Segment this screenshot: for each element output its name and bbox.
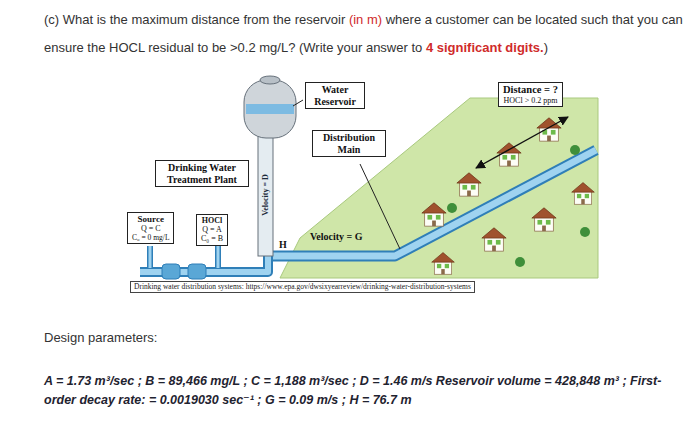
box-text: Distribution Main: [317, 132, 381, 155]
figure-caption: Drinking water distribution systems: htt…: [130, 281, 475, 293]
box-text: Source: [132, 214, 169, 224]
treatment-plant-box: Drinking Water Treatment Plant: [155, 160, 249, 187]
distance-arrow: [476, 117, 568, 168]
height-label: H: [279, 239, 287, 251]
question-highlight: 4 significant digits.: [426, 40, 544, 55]
hocl-dose-box: HOClQ = AC₀ = B: [196, 214, 228, 246]
pipe-velocity-label: Velocity = G: [310, 231, 363, 243]
source-box: SourceQ = CC₀ = 0 mg/L: [127, 212, 174, 244]
question-text-part: (c) What is the maximum distance from th…: [44, 12, 345, 27]
tower-velocity-label: Velocity = D: [261, 174, 270, 216]
reservoir-label-box: Water Reservoir: [305, 82, 365, 109]
distribution-main-box: Distribution Main: [312, 130, 386, 157]
houses: [422, 118, 594, 274]
pipes: [140, 150, 596, 272]
leader-lines: [293, 100, 400, 249]
question-text-part: ): [544, 40, 548, 55]
box-text: HOCl > 0.2 ppm: [503, 96, 558, 105]
question-text: (c) What is the maximum distance from th…: [44, 6, 684, 62]
question-highlight: (in m): [349, 12, 382, 27]
box-text: Distance = ?: [503, 84, 558, 96]
box-text: HOCl: [201, 216, 223, 225]
box-text: C₀ = 0 mg/L: [132, 234, 169, 243]
distance-box: Distance = ?HOCl > 0.2 ppm: [498, 82, 563, 107]
design-parameters: A = 1.73 m³/sec ; B = 89,466 mg/L ; C = …: [44, 372, 684, 410]
section-heading: Design parameters:: [44, 331, 157, 346]
trees: [447, 145, 590, 267]
box-text: Q = C: [132, 224, 169, 233]
box-text: Water Reservoir: [310, 84, 360, 107]
box-text: Drinking Water Treatment Plant: [160, 162, 244, 185]
box-text: C₀ = B: [201, 234, 223, 243]
water-tower: [244, 76, 296, 256]
pumps: [162, 264, 206, 279]
box-text: Q = A: [201, 225, 223, 234]
